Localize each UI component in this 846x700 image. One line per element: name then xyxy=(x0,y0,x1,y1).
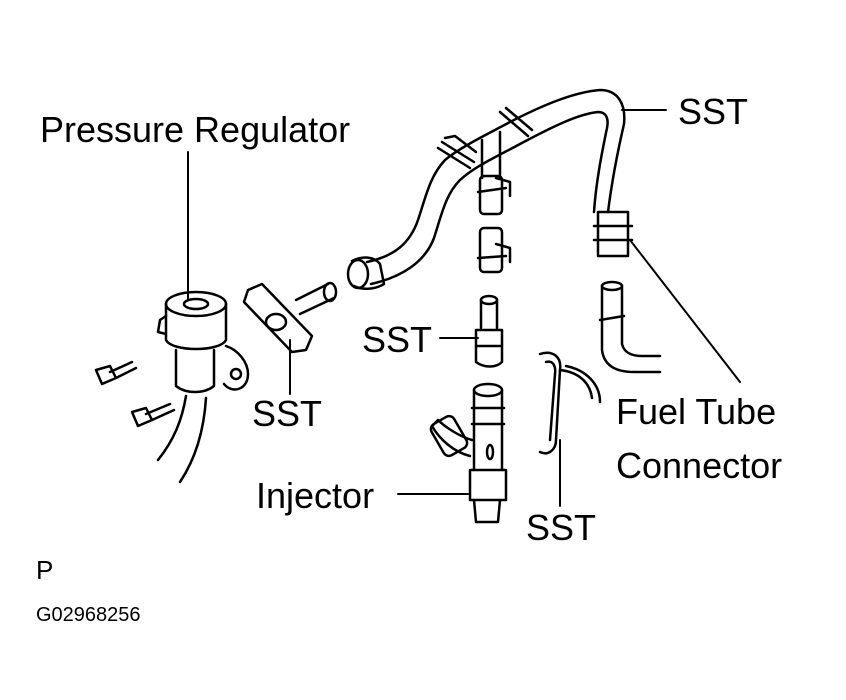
bolt-lower xyxy=(130,402,176,428)
label-sst-clip: SST xyxy=(526,507,597,548)
label-injector: Injector xyxy=(256,475,375,516)
label-sst-flange: SST xyxy=(252,393,323,434)
injector-body xyxy=(429,382,508,524)
bolt-upper xyxy=(94,360,138,386)
leader-lines xyxy=(187,109,741,507)
t-connector-lower xyxy=(476,226,512,274)
label-sst-middle: SST xyxy=(362,319,433,360)
figure-id: G02968256 xyxy=(36,604,141,626)
label-pressure-regulator: Pressure Regulator xyxy=(40,109,351,150)
corner-letter: P xyxy=(36,555,54,585)
fuel-tube-connector xyxy=(592,210,662,374)
hose-end-fitting xyxy=(346,256,386,290)
sst-flange xyxy=(242,281,338,354)
leader-fuel-tube-connector xyxy=(629,239,741,383)
label-fuel-tube-line2: Connector xyxy=(616,445,783,486)
t-connector-upper xyxy=(476,174,512,216)
sst-clip xyxy=(538,351,602,455)
sst-hose xyxy=(365,88,626,286)
label-fuel-tube-line1: Fuel Tube xyxy=(616,391,777,432)
label-sst-top: SST xyxy=(678,91,749,132)
pressure-regulator-part xyxy=(156,290,250,484)
sst-adapter xyxy=(474,294,504,368)
